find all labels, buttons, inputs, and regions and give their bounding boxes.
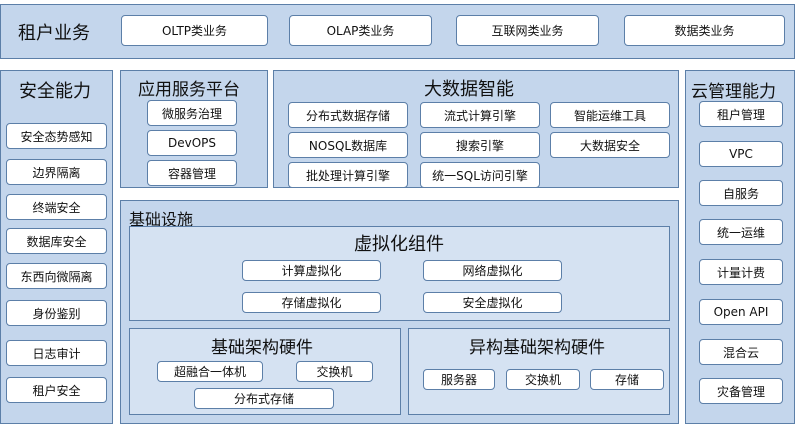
cloud-item-self-service[interactable]: 自服务 <box>699 180 783 206</box>
hetero-hardware-title: 异构基础架构硬件 <box>469 338 605 358</box>
bigdata-item-distributed-storage[interactable]: 分布式数据存储 <box>288 102 408 128</box>
bigdata-item-nosql[interactable]: NOSQL数据库 <box>288 132 408 158</box>
tenant-item-internet[interactable]: 互联网类业务 <box>456 15 599 46</box>
tenant-item-data[interactable]: 数据类业务 <box>624 15 785 46</box>
app-item-microservice[interactable]: 微服务治理 <box>147 100 237 126</box>
infrastructure-title: 基础设施 <box>129 210 194 229</box>
cloud-item-open-api[interactable]: Open API <box>699 299 783 325</box>
virt-item-compute[interactable]: 计算虚拟化 <box>242 260 381 281</box>
tenant-item-oltp[interactable]: OLTP类业务 <box>121 15 268 46</box>
security-item-identity[interactable]: 身份鉴别 <box>6 300 107 326</box>
app-item-container[interactable]: 容器管理 <box>147 160 237 186</box>
cloud-item-tenant-mgmt[interactable]: 租户管理 <box>699 101 783 127</box>
bigdata-item-security[interactable]: 大数据安全 <box>550 132 670 158</box>
cloud-item-hybrid-cloud[interactable]: 混合云 <box>699 339 783 365</box>
security-item-tenant[interactable]: 租户安全 <box>6 377 107 403</box>
bigdata-item-batch-engine[interactable]: 批处理计算引擎 <box>288 162 408 188</box>
virtualization-title: 虚拟化组件 <box>354 234 444 255</box>
security-item-situation-awareness[interactable]: 安全态势感知 <box>6 123 107 149</box>
hw-item-distributed-storage[interactable]: 分布式存储 <box>194 388 334 409</box>
hetero-hardware-panel: 异构基础架构硬件 服务器 交换机 存储 <box>408 328 670 415</box>
security-item-database[interactable]: 数据库安全 <box>6 228 107 254</box>
hetero-item-switch[interactable]: 交换机 <box>506 369 580 390</box>
cloud-mgmt-title: 云管理能力 <box>691 82 776 102</box>
hetero-item-storage[interactable]: 存储 <box>590 369 664 390</box>
cloud-item-metering[interactable]: 计量计费 <box>699 259 783 285</box>
hetero-item-server[interactable]: 服务器 <box>423 369 495 390</box>
virt-item-network[interactable]: 网络虚拟化 <box>423 260 562 281</box>
bigdata-item-unified-sql[interactable]: 统一SQL访问引擎 <box>420 162 540 188</box>
virtualization-panel: 虚拟化组件 计算虚拟化 网络虚拟化 存储虚拟化 安全虚拟化 <box>129 226 670 321</box>
tenant-business-panel: 租户业务 OLTP类业务 OLAP类业务 互联网类业务 数据类业务 <box>0 4 795 59</box>
hw-item-hyperconverged[interactable]: 超融合一体机 <box>157 361 263 382</box>
cloud-mgmt-panel: 云管理能力 租户管理 VPC 自服务 统一运维 计量计费 Open API 混合… <box>685 70 795 424</box>
security-item-log-audit[interactable]: 日志审计 <box>6 340 107 366</box>
cloud-item-vpc[interactable]: VPC <box>699 141 783 167</box>
bigdata-panel: 大数据智能 分布式数据存储 流式计算引擎 智能运维工具 NOSQL数据库 搜索引… <box>273 70 679 188</box>
tenant-business-title: 租户业务 <box>18 23 90 44</box>
security-item-boundary-isolation[interactable]: 边界隔离 <box>6 159 107 185</box>
base-hardware-panel: 基础架构硬件 超融合一体机 交换机 分布式存储 <box>129 328 401 415</box>
tenant-item-olap[interactable]: OLAP类业务 <box>289 15 432 46</box>
virt-item-storage[interactable]: 存储虚拟化 <box>242 292 381 313</box>
hw-item-switch[interactable]: 交换机 <box>296 361 373 382</box>
security-item-microsegmentation[interactable]: 东西向微隔离 <box>6 263 107 289</box>
base-hardware-title: 基础架构硬件 <box>211 338 313 358</box>
bigdata-title: 大数据智能 <box>424 79 514 100</box>
bigdata-item-search[interactable]: 搜索引擎 <box>420 132 540 158</box>
bigdata-item-aiops[interactable]: 智能运维工具 <box>550 102 670 128</box>
app-platform-title: 应用服务平台 <box>138 80 240 100</box>
cloud-item-unified-ops[interactable]: 统一运维 <box>699 219 783 245</box>
security-item-endpoint[interactable]: 终端安全 <box>6 194 107 220</box>
bigdata-item-stream-engine[interactable]: 流式计算引擎 <box>420 102 540 128</box>
infrastructure-panel: 基础设施 虚拟化组件 计算虚拟化 网络虚拟化 存储虚拟化 安全虚拟化 基础架构硬… <box>120 200 679 424</box>
security-title: 安全能力 <box>19 81 91 102</box>
virt-item-security[interactable]: 安全虚拟化 <box>423 292 562 313</box>
cloud-item-disaster-recovery[interactable]: 灾备管理 <box>699 378 783 404</box>
security-panel: 安全能力 安全态势感知 边界隔离 终端安全 数据库安全 东西向微隔离 身份鉴别 … <box>0 70 113 424</box>
app-item-devops[interactable]: DevOPS <box>147 130 237 156</box>
app-platform-panel: 应用服务平台 微服务治理 DevOPS 容器管理 <box>120 70 268 188</box>
